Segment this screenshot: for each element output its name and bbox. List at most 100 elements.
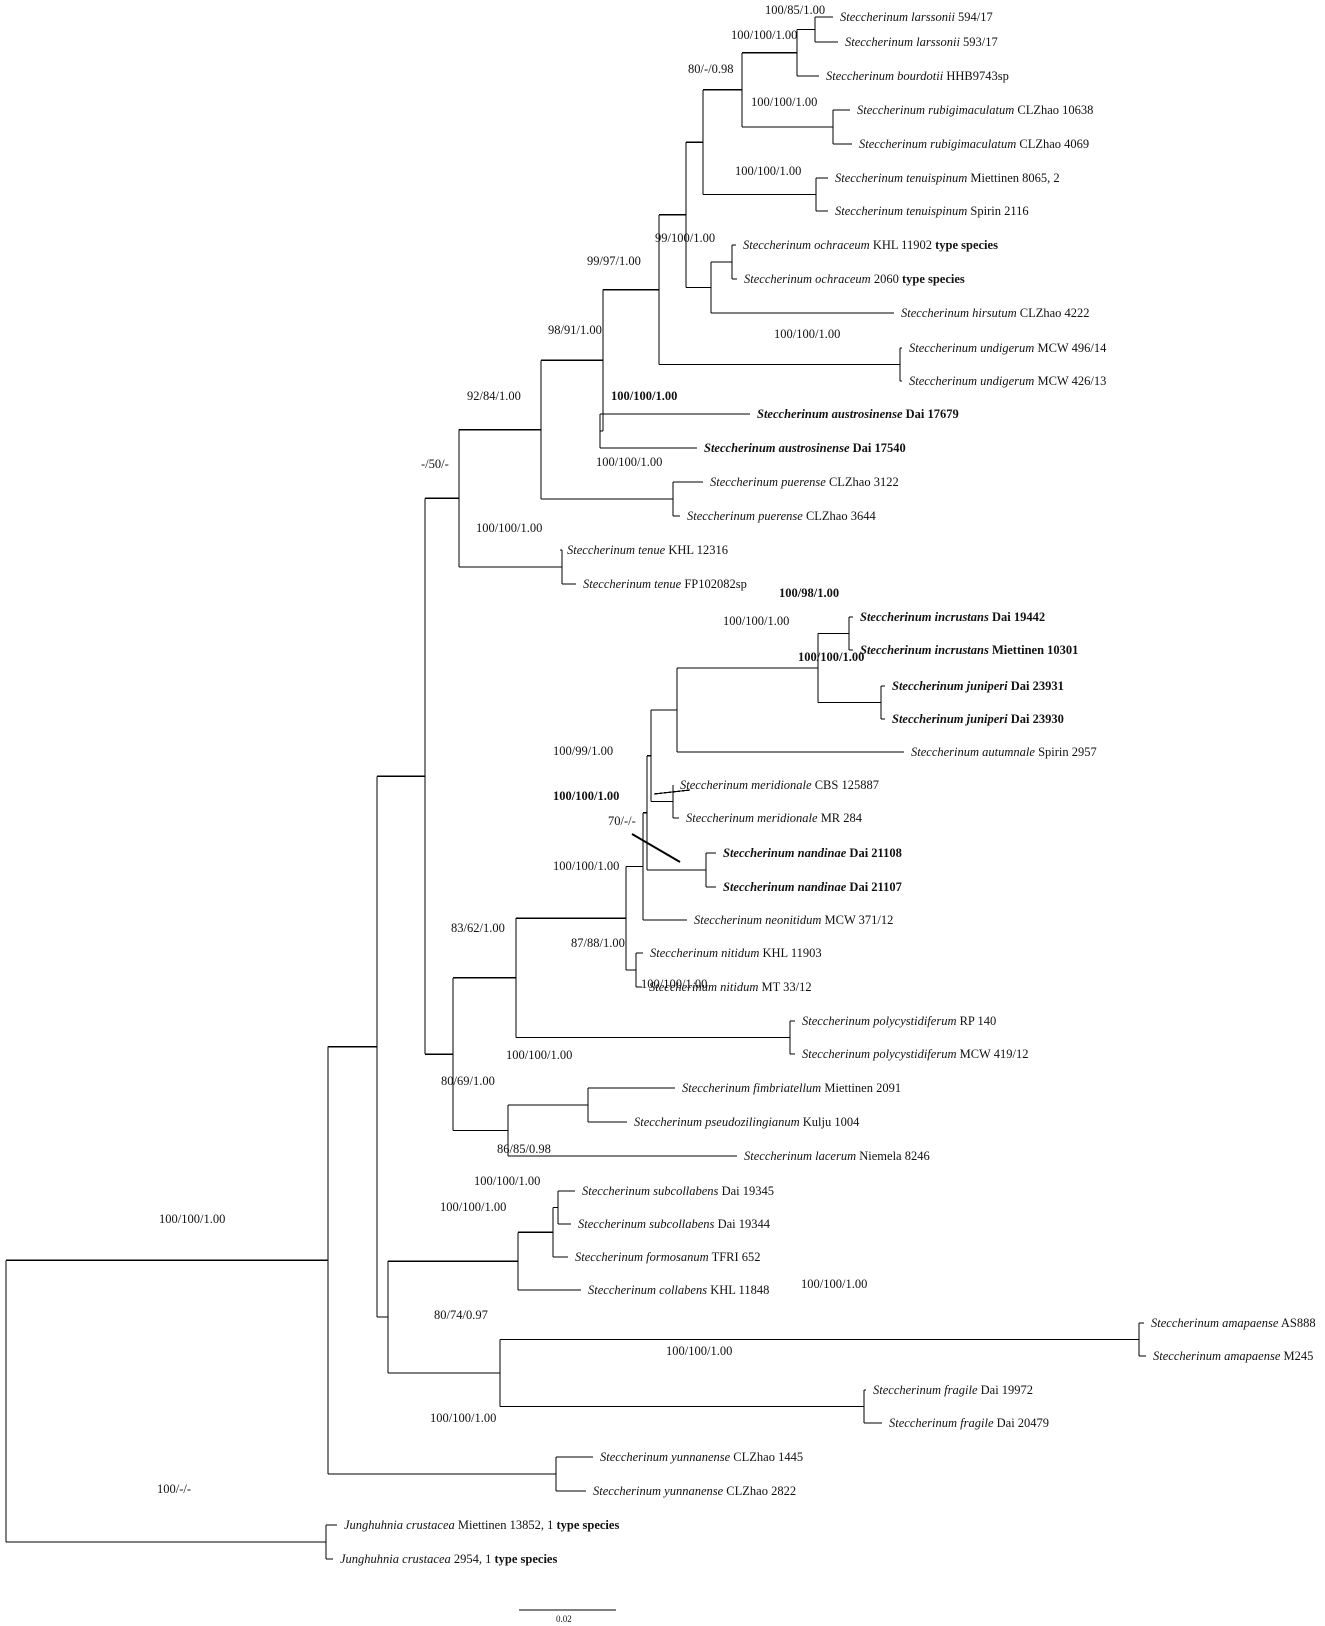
taxon-name: Steccherinum undigerum [909,374,1034,388]
taxon-name: Steccherinum incrustans [860,610,989,624]
taxon-voucher: RP 140 [956,1014,996,1028]
taxon-label: Steccherinum undigerum MCW 496/14 [909,341,1107,355]
taxon-name: Junghuhnia crustacea [340,1552,451,1566]
taxon-name: Junghuhnia crustacea [344,1518,455,1532]
taxon-label: Steccherinum austrosinense Dai 17679 [757,407,959,421]
taxon-name: Steccherinum yunnanense [593,1484,724,1498]
taxon-name: Steccherinum neonitidum [694,913,821,927]
support-value-label: 100/100/1.00 [159,1212,225,1226]
taxon-voucher: Kulju 1004 [800,1115,860,1129]
taxon-label: Steccherinum meridionale CBS 125887 [680,778,879,792]
taxon-label: Steccherinum nandinae Dai 21108 [723,846,902,860]
taxon-label: Steccherinum tenue KHL 12316 [567,543,728,557]
taxon-name: Steccherinum larssonii [845,35,960,49]
taxon-voucher: Dai 19972 [978,1383,1034,1397]
taxon-label: Steccherinum neonitidum MCW 371/12 [694,913,893,927]
taxon-voucher: Spirin 2116 [967,204,1028,218]
support-value-label: 100/100/1.00 [596,455,662,469]
taxon-name: Steccherinum amapaense [1151,1316,1279,1330]
taxon-label: Steccherinum incrustans Dai 19442 [860,610,1045,624]
tree-branches [5,16,1146,1560]
taxon-name: Steccherinum ochraceum [744,272,871,286]
taxon-name: Steccherinum puerense [710,475,826,489]
taxon-voucher: CLZhao 3644 [803,509,877,523]
taxon-voucher: Dai 17679 [903,407,959,421]
taxon-label: Junghuhnia crustacea Miettinen 13852, 1 … [344,1518,619,1532]
taxon-label: Steccherinum tenuispinum Spirin 2116 [835,204,1029,218]
support-value-label: 100/100/1.00 [774,327,840,341]
taxon-label: Steccherinum puerense CLZhao 3122 [710,475,899,489]
support-value-label: 100/100/1.00 [553,789,619,803]
taxon-name: Steccherinum collabens [588,1283,707,1297]
taxon-name: Steccherinum ochraceum [743,238,870,252]
taxon-voucher: 594/17 [955,10,993,24]
taxon-name: Steccherinum austrosinense [757,407,903,421]
taxon-label: Steccherinum undigerum MCW 426/13 [909,374,1106,388]
taxon-label: Steccherinum hirsutum CLZhao 4222 [901,306,1090,320]
support-value-label: 100/100/1.00 [474,1174,540,1188]
support-value-label: 100/100/1.00 [731,28,797,42]
support-value-label: 100/100/1.00 [553,859,619,873]
taxon-label: Steccherinum juniperi Dai 23931 [892,679,1064,693]
taxon-label: Steccherinum subcollabens Dai 19345 [582,1184,774,1198]
support-value-label: 80/69/1.00 [441,1074,495,1088]
support-value-label: 100/-/- [157,1482,191,1496]
support-value-label: 80/74/0.97 [434,1308,488,1322]
support-value-label: 100/100/1.00 [641,977,707,991]
taxon-voucher: MCW 426/13 [1034,374,1106,388]
taxon-name: Steccherinum nandinae [723,846,847,860]
support-value-label: 100/100/1.00 [666,1344,732,1358]
support-value-label: 100/100/1.00 [611,389,677,403]
taxon-label: Steccherinum tenuispinum Miettinen 8065,… [835,171,1060,185]
taxon-voucher: MCW 371/12 [821,913,893,927]
taxon-name: Steccherinum tenue [567,543,666,557]
taxon-voucher: TFRI 652 [709,1250,761,1264]
taxon-voucher: Niemela 8246 [856,1149,930,1163]
taxon-voucher: CBS 125887 [812,778,879,792]
taxon-voucher: Dai 21108 [846,846,902,860]
taxon-label: Steccherinum autumnale Spirin 2957 [911,745,1097,759]
taxon-label: Steccherinum polycystidiferum RP 140 [802,1014,996,1028]
taxon-label: Steccherinum lacerum Niemela 8246 [744,1149,930,1163]
taxon-name: Steccherinum formosanum [575,1250,709,1264]
support-value-label: 100/100/1.00 [798,650,864,664]
support-value-label: 100/100/1.00 [751,95,817,109]
taxon-voucher: 2954, 1 [451,1552,492,1566]
type-species-tag: type species [553,1518,619,1532]
support-value-label: 87/88/1.00 [571,936,625,950]
taxon-voucher: MCW 496/14 [1034,341,1107,355]
taxon-name: Steccherinum yunnanense [600,1450,731,1464]
taxon-label: Steccherinum larssonii 594/17 [840,10,993,24]
taxon-voucher: Dai 20479 [994,1416,1050,1430]
taxon-label: Steccherinum meridionale MR 284 [686,811,863,825]
taxon-label: Steccherinum fimbriatellum Miettinen 209… [682,1081,901,1095]
scale-bar-label: 0.02 [556,1614,572,1624]
taxon-label: Steccherinum nitidum MT 33/12 [649,980,812,994]
taxon-voucher: Dai 19344 [714,1217,770,1231]
taxon-label: Steccherinum pseudozilingianum Kulju 100… [634,1115,860,1129]
taxon-voucher: Spirin 2957 [1035,745,1097,759]
support-value-label: 100/99/1.00 [553,744,613,758]
taxon-voucher: Miettinen 2091 [821,1081,901,1095]
taxon-voucher: M245 [1280,1349,1313,1363]
taxon-name: Steccherinum hirsutum [901,306,1017,320]
taxon-label: Steccherinum incrustans Miettinen 10301 [860,643,1078,657]
support-value-label: 100/100/1.00 [506,1048,572,1062]
taxon-name: Steccherinum tenue [583,577,682,591]
taxon-voucher: KHL 11848 [707,1283,769,1297]
taxon-voucher: 2060 [871,272,899,286]
support-pointer-lines [631,789,691,863]
support-value-label: 86/85/0.98 [497,1142,551,1156]
taxon-label: Steccherinum rubigimaculatum CLZhao 4069 [859,137,1089,151]
taxon-voucher: FP102082sp [681,577,747,591]
taxon-name: Steccherinum nandinae [723,880,847,894]
support-pointer-line [631,833,681,863]
taxon-voucher: MCW 419/12 [956,1047,1028,1061]
taxon-name: Steccherinum tenuispinum [835,171,967,185]
taxon-label: Steccherinum nitidum KHL 11903 [650,946,822,960]
taxon-label: Steccherinum nandinae Dai 21107 [723,880,902,894]
taxon-voucher: Dai 19442 [989,610,1045,624]
taxon-voucher: MT 33/12 [758,980,811,994]
support-values: 100/85/1.00100/100/1.0080/-/0.98100/100/… [157,3,867,1496]
